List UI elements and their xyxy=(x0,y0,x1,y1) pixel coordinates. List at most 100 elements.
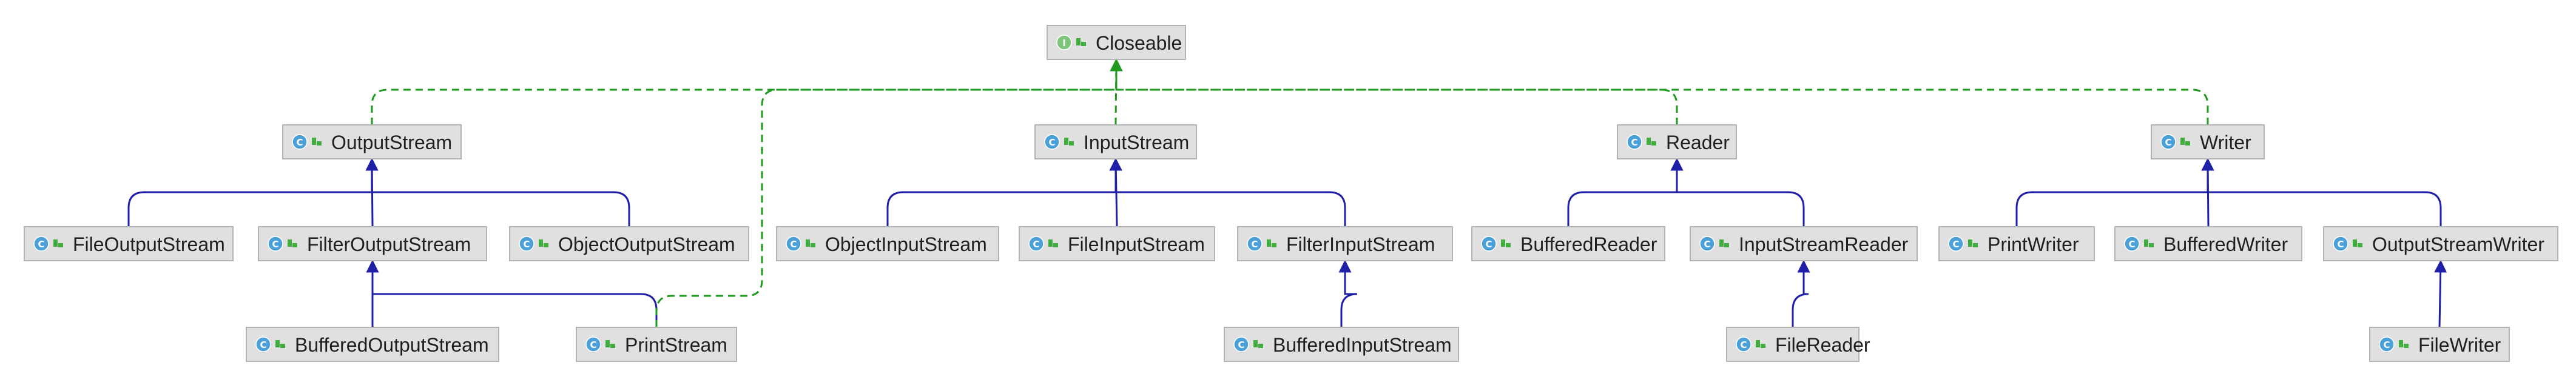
node-label: BufferedInputStream xyxy=(1273,334,1452,356)
class-node-fileoutputstream[interactable]: C FileOutputStream xyxy=(24,226,234,261)
svg-text:C: C xyxy=(1251,239,1258,250)
interface-i-icon: I xyxy=(1056,35,1072,50)
class-c-icon: C xyxy=(1627,134,1642,150)
class-c-icon: C xyxy=(1233,336,1249,352)
class-c-icon: C xyxy=(1736,336,1752,352)
public-access-icon xyxy=(1647,138,1656,146)
node-label: FileReader xyxy=(1775,334,1870,356)
node-label: BufferedReader xyxy=(1520,233,1657,255)
class-node-reader[interactable]: C Reader xyxy=(1617,124,1737,159)
public-access-icon xyxy=(2144,239,2154,247)
class-c-icon: C xyxy=(519,236,534,252)
class-node-bufferedinputstream[interactable]: C BufferedInputStream xyxy=(1224,327,1459,362)
class-node-printstream[interactable]: C PrintStream xyxy=(576,327,737,362)
svg-text:C: C xyxy=(1485,239,1492,250)
class-c-icon: C xyxy=(292,134,308,150)
svg-text:C: C xyxy=(2165,137,2171,148)
public-access-icon xyxy=(1719,239,1729,247)
extends-edge-filereader-to-inputstreamreader xyxy=(1792,259,1810,327)
public-access-icon xyxy=(1756,340,1765,348)
node-label: Writer xyxy=(2200,132,2251,153)
public-access-icon xyxy=(312,138,322,146)
class-node-filterinputstream[interactable]: C FilterInputStream xyxy=(1237,226,1453,261)
implements-edge-outputstream xyxy=(371,58,1123,125)
extends-edge-printstream-to-filteroutputstream xyxy=(366,259,658,327)
edges-layer xyxy=(127,58,2447,328)
node-box xyxy=(576,327,737,362)
public-access-icon xyxy=(539,239,548,247)
svg-text:C: C xyxy=(2337,239,2344,250)
class-c-icon: C xyxy=(1028,236,1044,252)
svg-text:C: C xyxy=(790,239,797,250)
class-c-icon: C xyxy=(786,236,801,252)
node-label: BufferedWriter xyxy=(2163,233,2288,255)
class-c-icon: C xyxy=(1699,236,1715,252)
extends-edge-printwriter-to-writer xyxy=(2015,158,2214,227)
class-c-icon: C xyxy=(2124,236,2140,252)
class-c-icon: C xyxy=(585,336,601,352)
class-node-bufferedreader[interactable]: C BufferedReader xyxy=(1471,226,1665,261)
svg-text:C: C xyxy=(1048,137,1055,148)
class-node-writer[interactable]: C Writer xyxy=(2151,124,2265,159)
class-c-icon: C xyxy=(1247,236,1263,252)
svg-text:C: C xyxy=(1033,239,1039,250)
class-c-icon: C xyxy=(2333,236,2348,252)
node-label: ObjectOutputStream xyxy=(558,233,735,255)
node-label: PrintStream xyxy=(625,334,727,356)
node-label: InputStreamReader xyxy=(1739,233,1909,255)
extends-edge-filewriter-to-outputstreamwriter xyxy=(2434,259,2447,328)
node-label: FilterInputStream xyxy=(1286,233,1435,255)
svg-text:C: C xyxy=(296,137,303,148)
node-box xyxy=(246,327,499,362)
node-label: FilterOutputStream xyxy=(307,233,471,255)
node-label: FileWriter xyxy=(2418,334,2501,356)
svg-text:C: C xyxy=(1631,137,1637,148)
class-node-bufferedwriter[interactable]: C BufferedWriter xyxy=(2114,226,2302,261)
class-node-objectoutputstream[interactable]: C ObjectOutputStream xyxy=(509,226,749,261)
class-node-filteroutputstream[interactable]: C FilterOutputStream xyxy=(258,226,487,261)
public-access-icon xyxy=(2180,138,2190,146)
extends-edge-inputstreamreader-to-reader xyxy=(1670,158,1805,227)
node-label: BufferedOutputStream xyxy=(295,334,489,356)
extends-edge-objectinputstream-to-inputstream xyxy=(886,158,1122,227)
extends-edge-bufferedreader-to-reader xyxy=(1567,158,1684,227)
public-access-icon xyxy=(1267,239,1276,247)
public-access-icon xyxy=(1253,340,1263,348)
implements-edge-writer xyxy=(1110,58,2209,125)
svg-text:C: C xyxy=(2128,239,2135,250)
node-box xyxy=(1938,226,2095,261)
public-access-icon xyxy=(1501,239,1511,247)
node-label: OutputStream xyxy=(331,132,452,153)
public-access-icon xyxy=(2353,239,2362,247)
class-node-inputstreamreader[interactable]: C InputStreamReader xyxy=(1690,226,1918,261)
svg-text:C: C xyxy=(523,239,530,250)
node-label: FileOutputStream xyxy=(73,233,225,255)
class-node-bufferedoutputstream[interactable]: C BufferedOutputStream xyxy=(246,327,499,362)
class-node-outputstreamwriter[interactable]: C OutputStreamWriter xyxy=(2323,226,2558,261)
class-c-icon: C xyxy=(1044,134,1060,150)
svg-text:C: C xyxy=(38,239,44,250)
public-access-icon xyxy=(2399,340,2409,348)
class-node-outputstream[interactable]: C OutputStream xyxy=(282,124,462,159)
public-access-icon xyxy=(288,239,297,247)
node-box xyxy=(509,226,749,261)
public-access-icon xyxy=(605,340,615,348)
node-box xyxy=(2323,226,2558,261)
class-node-filereader[interactable]: C FileReader xyxy=(1726,327,1870,362)
class-c-icon: C xyxy=(255,336,271,352)
class-c-icon: C xyxy=(268,236,283,252)
class-c-icon: C xyxy=(33,236,49,252)
class-c-icon: C xyxy=(2160,134,2176,150)
svg-text:C: C xyxy=(1704,239,1710,250)
implements-edge-reader xyxy=(1110,58,1678,125)
node-label: Reader xyxy=(1666,132,1730,153)
extends-edge-objectoutputstream-to-outputstream xyxy=(365,158,630,227)
node-label: OutputStreamWriter xyxy=(2372,233,2544,255)
